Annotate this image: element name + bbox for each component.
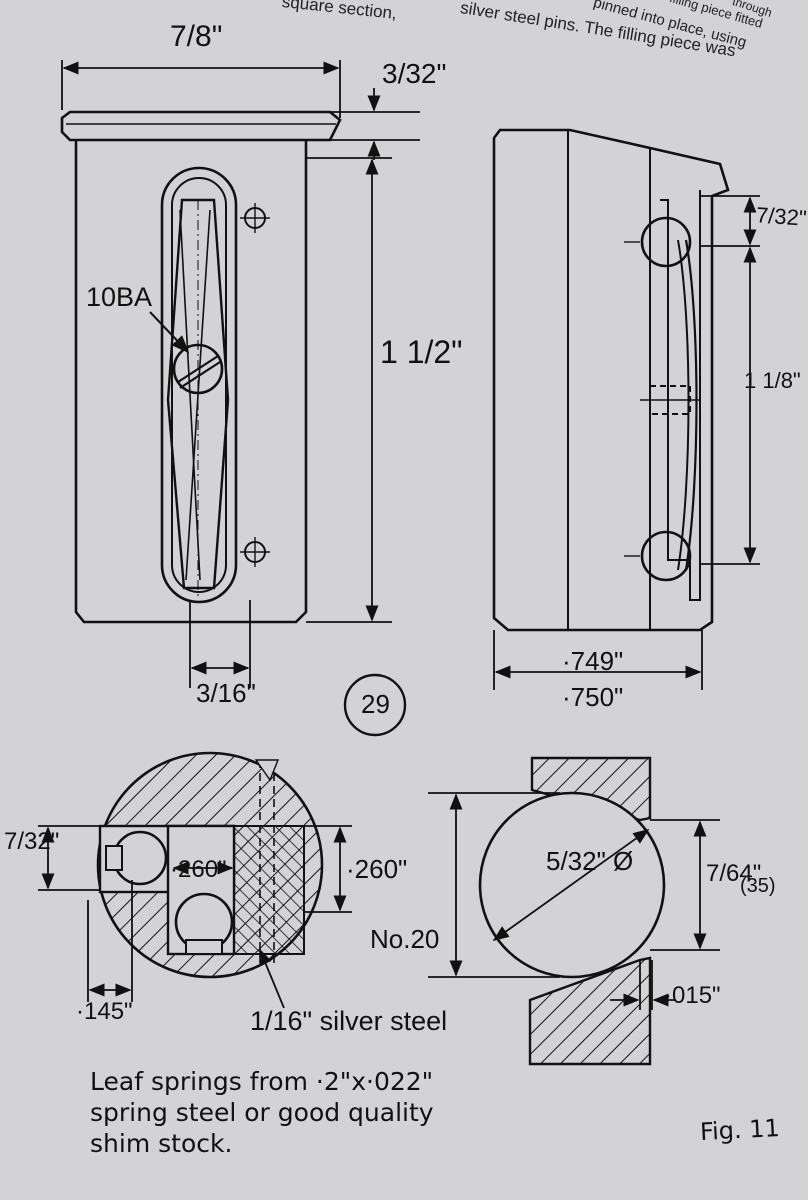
dim-gap: ·015" [664,982,721,1009]
dim-height: 1 1/2" [380,334,463,370]
figure-number: 29 [361,689,390,719]
dim-bottom-offset: ·145" [76,998,133,1025]
side-view [492,128,730,632]
front-view-dimensions [61,60,420,688]
ball-detail-dimensions [428,792,720,1010]
note-line-3: shim stock. [90,1129,233,1158]
dim-width: 7/8" [170,20,223,53]
dim-section-height: ·260" [346,854,408,884]
dim-diameter: 5/32" Ø [546,846,634,876]
dim-ball-height: 7/64" [706,860,762,887]
dim-tapped: 10BA [86,282,153,312]
note-text: Leaf springs from ·2"x·022" spring steel… [90,1066,434,1159]
note-line-1: Leaf springs from ·2"x·022" [90,1067,434,1096]
dim-thickness: 3/32" [382,58,447,89]
figure-label: Fig. 11 [699,1113,781,1147]
dim-ball-height-alt: (35) [740,875,776,897]
side-view-dimensions [493,195,760,690]
front-view [60,110,342,624]
dim-left-offset: 7/32" [4,828,60,855]
dim-min-width: ·749" [562,646,624,676]
dim-max-width: ·750" [562,682,624,712]
dim-middle: 1 1/8" [744,368,801,393]
ball-detail [478,756,666,1066]
dim-drill-size: No.20 [370,924,440,954]
dim-upper: 7/32" [755,202,808,231]
dim-slot: 3/16" [196,678,256,708]
note-line-2: spring steel or good quality [90,1098,434,1127]
figure-number-circle [343,673,407,737]
dim-inner-width: ·260" [170,856,227,883]
dim-pin: 1/16" silver steel [250,1006,448,1036]
section-view-dimensions [38,825,352,1009]
